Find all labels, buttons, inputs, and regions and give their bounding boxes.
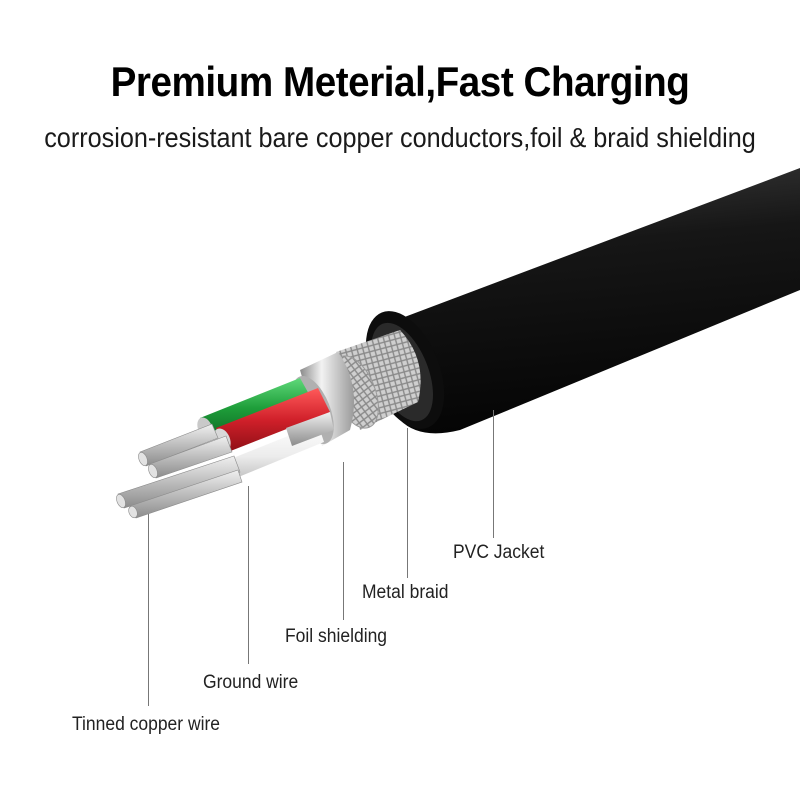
label-ground-wire: Ground wire <box>203 672 299 693</box>
ground-wire-shape <box>228 412 334 478</box>
leader-line-tinned-copper-wire <box>148 514 149 706</box>
leader-line-pvc-jacket <box>493 410 494 538</box>
label-metal-braid: Metal braid <box>362 582 449 603</box>
label-foil-shielding: Foil shielding <box>285 626 388 647</box>
leader-line-ground-wire <box>248 486 249 664</box>
label-tinned-copper-wire: Tinned copper wire <box>72 714 221 735</box>
subheadline: corrosion-resistant bare copper conducto… <box>44 122 756 153</box>
label-pvc-jacket: PVC Jacket <box>453 542 545 563</box>
leader-line-foil-shielding <box>343 462 344 620</box>
leader-line-metal-braid <box>407 428 408 578</box>
tinned-copper-strands-shape <box>116 423 243 519</box>
headline: Premium Meterial,Fast Charging <box>110 58 690 105</box>
